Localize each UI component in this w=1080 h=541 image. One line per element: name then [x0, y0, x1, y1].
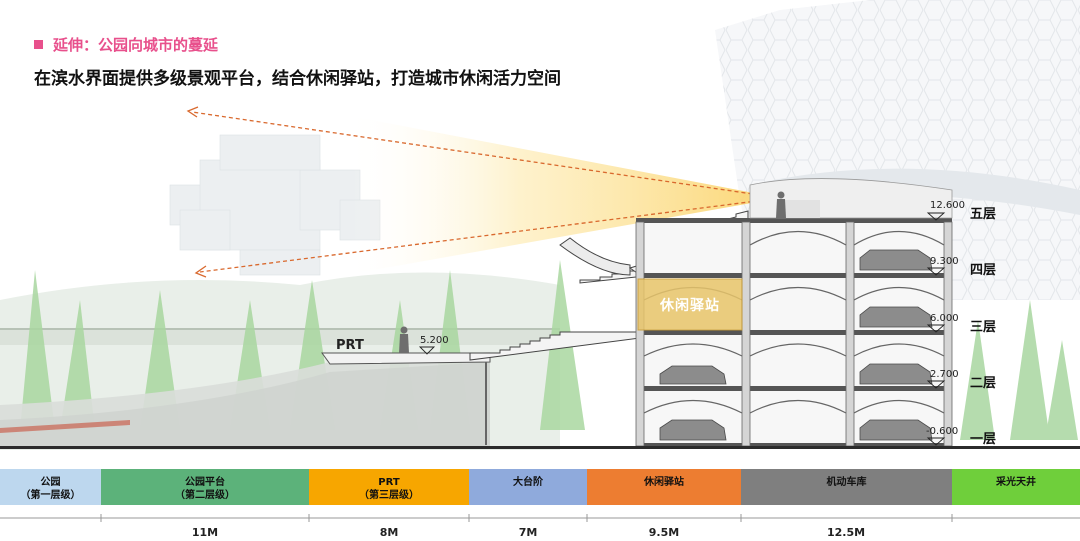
elevation-4: 9.300	[930, 256, 959, 267]
dimension-label: 8M	[379, 526, 399, 539]
heading-text: 延伸：公园向城市的蔓延	[53, 36, 219, 54]
zone-park-platform: 公园平台（第二层级）	[101, 469, 309, 505]
dimension-label: 11M	[191, 526, 219, 539]
floor-1-label: 一层	[970, 432, 997, 447]
leisure-station-label: 休闲驿站	[660, 298, 720, 314]
elevation-5: 12.600	[930, 200, 965, 211]
cars	[659, 249, 933, 441]
floor-4-label: 四层	[970, 263, 997, 278]
zone-leisure-station: 休闲驿站	[587, 469, 741, 505]
sight-line-upper	[191, 111, 781, 199]
building-section	[635, 178, 953, 448]
elevation-2: 2.700	[930, 369, 959, 380]
elevation-markers	[418, 212, 946, 446]
zone-parking-garage: 机动车库	[741, 469, 952, 505]
elevation-3: 6.000	[930, 313, 959, 324]
distant-cloud-building	[169, 134, 381, 276]
dimension-label: 9.5M	[648, 526, 680, 539]
prt-elevation: 5.200	[420, 335, 449, 346]
ground-line	[0, 446, 1080, 449]
dimension-label: 12.5M	[826, 526, 866, 539]
floor-5-label: 五层	[970, 207, 997, 222]
bullet-square-icon	[34, 40, 43, 49]
person-figures	[399, 191, 786, 353]
floor-3-label: 三层	[970, 320, 997, 335]
elevation-1: -0.600	[926, 426, 959, 437]
zone-skylight-well: 采光天井	[952, 469, 1080, 505]
sight-cone	[345, 115, 780, 275]
dimension-line	[0, 514, 1080, 522]
zone-park: 公园（第一层级）	[0, 469, 101, 505]
prt-platform	[321, 352, 491, 445]
zone-grand-staircase: 大台阶	[469, 469, 587, 505]
prt-label: PRT	[336, 338, 364, 353]
floor-2-label: 二层	[970, 376, 997, 391]
section-subheading: 在滨水界面提供多级景观平台，结合休闲驿站，打造城市休闲活力空间	[34, 69, 561, 89]
zone-prt: PRT（第三层级）	[309, 469, 469, 505]
section-heading: 延伸：公园向城市的蔓延	[34, 34, 218, 55]
dimension-label: 7M	[518, 526, 538, 539]
